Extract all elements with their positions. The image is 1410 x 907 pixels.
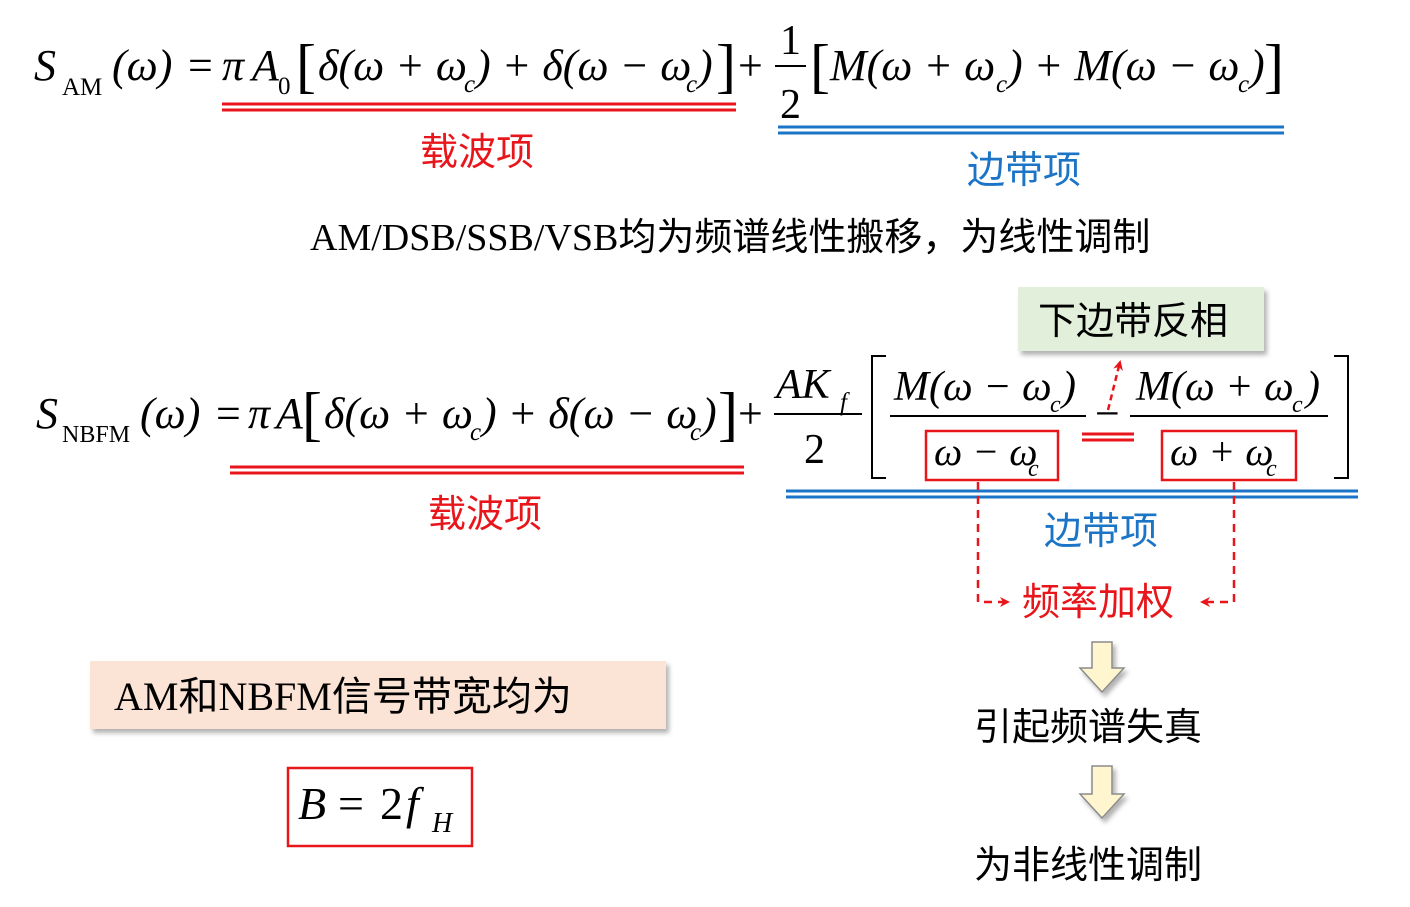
denominator-box-plus [1160, 429, 1298, 482]
lower-sideband-inverted-box [1018, 287, 1264, 351]
nbfm-denominator-2-c: c [1266, 456, 1277, 482]
am-spectrum-equation: S AM (ω) = π A 0 [ δ(ω + ω c ) + δ(ω − ω… [34, 18, 1284, 128]
nbfm-big-bracket-left [871, 355, 886, 479]
am-half-numerator: 1 [780, 18, 801, 64]
nbfm-delta-plus: δ(ω + ω [324, 389, 473, 438]
nbfm-paren-close: ) [699, 389, 717, 438]
nbfm-numerator-1-c: c [1050, 392, 1061, 418]
nbfm-kf-subscript: f [840, 389, 850, 416]
nbfm-s-subscript: NBFM [62, 422, 130, 448]
bandwidth-statement-box [90, 661, 666, 729]
nbfm-denominator-1-c: c [1028, 456, 1039, 482]
am-plus: + [738, 41, 763, 90]
nbfm-plus: + [738, 389, 763, 438]
am-s-symbol: S [34, 41, 56, 90]
nonlinear-modulation-label: 为非线性调制 [974, 845, 1202, 887]
am-carrier-label: 载波项 [420, 132, 534, 174]
bandwidth-statement-label: AM和NBFM信号带宽均为 [114, 674, 572, 719]
nbfm-amplitude: A [273, 389, 304, 438]
nbfm-bracket-open: [ [302, 381, 322, 447]
down-arrow-icon [1078, 641, 1126, 694]
nbfm-numerator-1: M(ω − ω [893, 364, 1052, 410]
am-amplitude-subscript: 0 [278, 73, 291, 100]
am-paren-close: ) [695, 41, 713, 90]
bandwidth-two: 2 [380, 778, 403, 829]
nbfm-inner-minus: − [1095, 389, 1120, 438]
nbfm-bracket-close: ] [718, 381, 738, 447]
nbfm-akf-denominator: 2 [804, 427, 825, 473]
nbfm-numerator-2-c: c [1292, 392, 1303, 418]
nbfm-pi: π [248, 389, 272, 438]
weight-connector-right [1200, 482, 1236, 607]
am-c-sub-1: c [464, 71, 475, 98]
am-sideband-label: 边带项 [967, 150, 1081, 192]
am-omega-arg: (ω) [112, 41, 172, 90]
inverted-pointer-arrow [1106, 360, 1123, 411]
nbfm-denominator-2: ω + ω [1170, 429, 1273, 474]
am-pi: π [222, 41, 246, 90]
am-m-minus: ) + M(ω − ω [1005, 41, 1239, 90]
nbfm-delta-minus: ) + δ(ω − ω [479, 389, 697, 438]
am-half-denominator: 2 [780, 82, 801, 128]
linear-modulation-note: AM/DSB/SSB/VSB均为频谱线性搬移，为线性调制 [310, 217, 1150, 259]
am-m-plus: M(ω + ω [829, 41, 995, 90]
nbfm-numerator-2-close: ) [1304, 364, 1320, 410]
nbfm-carrier-label: 载波项 [428, 494, 542, 536]
denominator-box-minus [924, 429, 1060, 482]
nbfm-spectrum-equation: S NBFM (ω) = π A [ δ(ω + ω c ) + δ(ω − ω… [36, 355, 1349, 479]
frequency-weighting-label: 频率加权 [1022, 582, 1174, 624]
spectrum-distortion-label: 引起频谱失真 [974, 707, 1202, 749]
am-delta-plus: δ(ω + ω [318, 41, 467, 90]
bandwidth-formula-box [286, 766, 474, 848]
am-c-sub-2: c [686, 71, 697, 98]
nbfm-omega-arg: (ω) [140, 389, 200, 438]
nbfm-c-sub-1: c [470, 419, 481, 446]
nbfm-akf-numerator: AK [773, 362, 832, 408]
am-equals: = [188, 41, 213, 90]
nbfm-big-bracket-right [1334, 355, 1349, 479]
bandwidth-f: f [406, 778, 425, 829]
am-c-sub-4: c [1238, 71, 1249, 98]
am-sideband-bracket-close: ] [1264, 33, 1284, 99]
am-bracket-open: [ [296, 33, 316, 99]
nbfm-denominator-1: ω − ω [934, 429, 1037, 474]
bandwidth-h-subscript: H [431, 808, 454, 839]
am-bracket-close: ] [716, 33, 736, 99]
nbfm-c-sub-2: c [690, 419, 701, 446]
nbfm-equals: = [216, 389, 241, 438]
am-c-sub-3: c [996, 71, 1007, 98]
nbfm-s-symbol: S [36, 389, 58, 438]
bandwidth-b: B [298, 778, 326, 829]
nbfm-numerator-2: M(ω + ω [1135, 364, 1294, 410]
down-arrow-icon [1078, 765, 1126, 820]
am-amplitude: A [249, 41, 280, 90]
nbfm-sideband-label: 边带项 [1044, 511, 1158, 553]
bandwidth-equals: = [338, 778, 364, 829]
am-m-paren-close: ) [1247, 41, 1265, 90]
weight-connector-left [976, 482, 1010, 607]
lower-sideband-inverted-label: 下边带反相 [1038, 301, 1228, 343]
am-sideband-bracket-open: [ [810, 33, 830, 99]
am-delta-minus: ) + δ(ω − ω [473, 41, 691, 90]
am-s-subscript: AM [62, 74, 102, 101]
nbfm-numerator-1-close: ) [1060, 364, 1076, 410]
